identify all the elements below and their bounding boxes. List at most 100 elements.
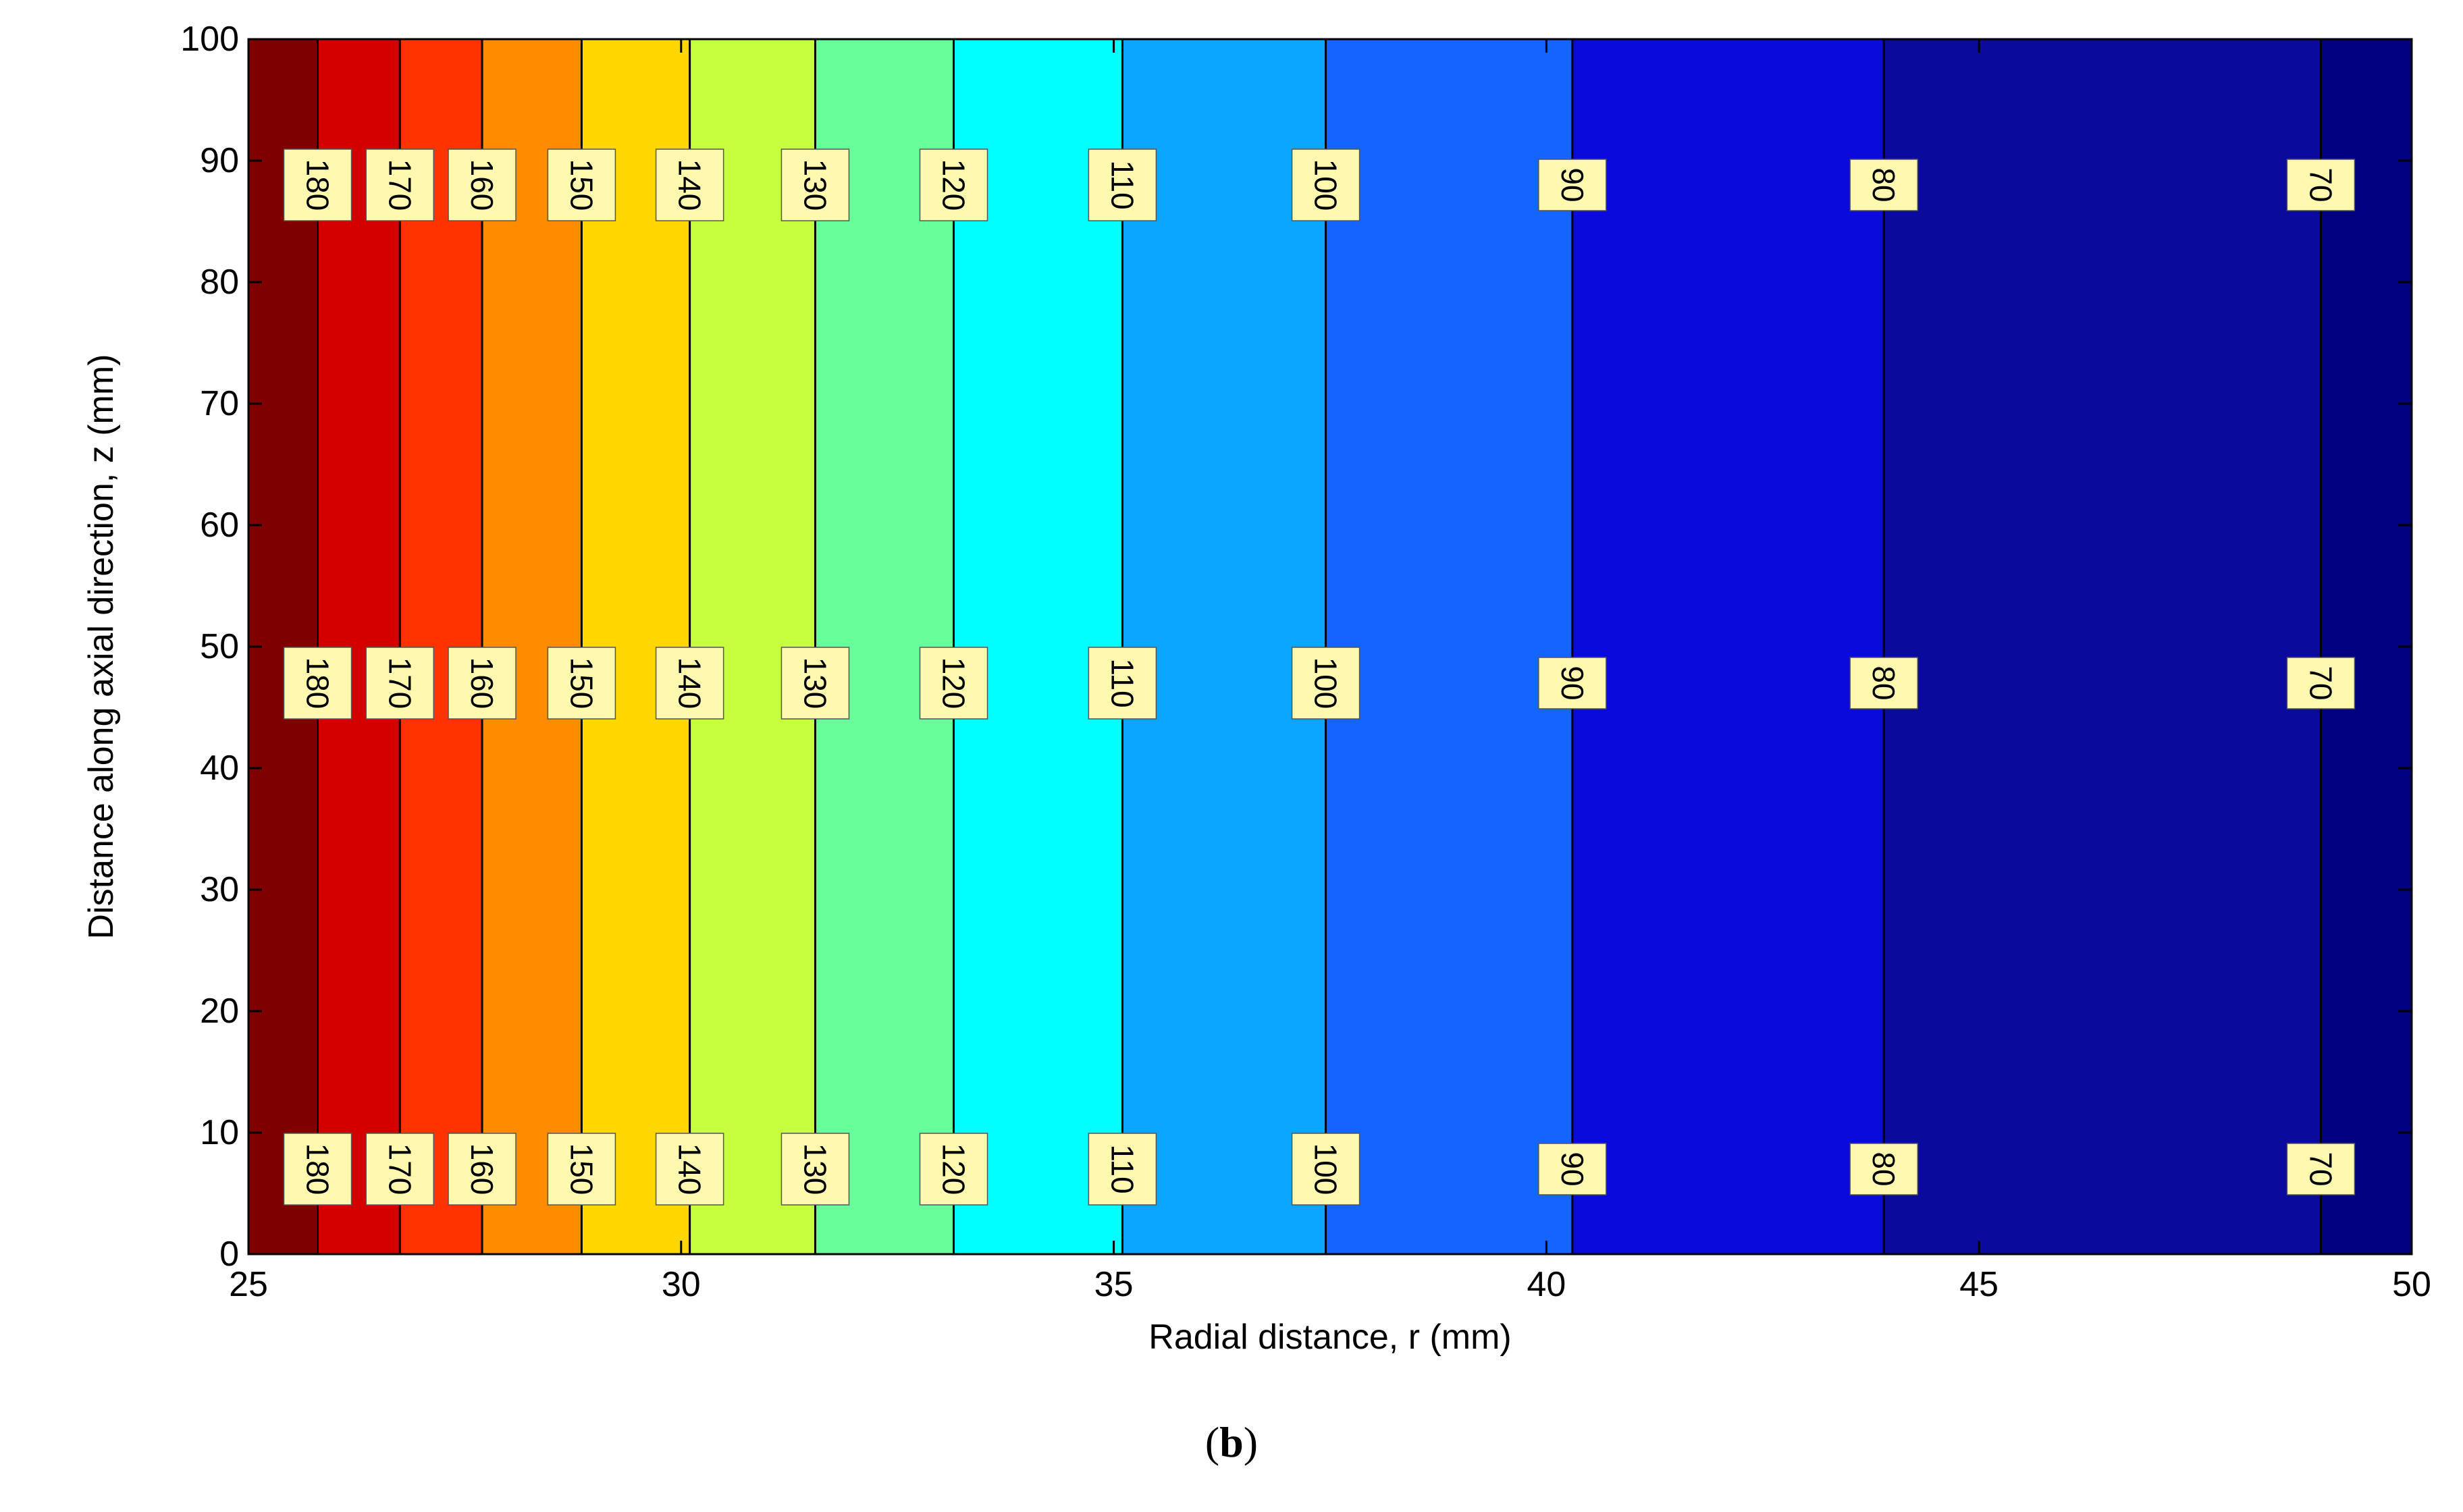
contour-label-box: [1849, 657, 1918, 709]
contour-label: 90: [1538, 1143, 1607, 1195]
contour-label-text: 120: [936, 159, 972, 211]
x-tick-label: 25: [229, 1265, 268, 1304]
contour-label-text: 140: [672, 657, 708, 709]
contour-label-text: 180: [300, 657, 336, 709]
contour-labels: 1801801801701701701601601601501501501401…: [283, 148, 2356, 1206]
contour-label: 80: [1849, 1143, 1918, 1195]
contour-label: 150: [547, 647, 616, 720]
contour-label-box: [1538, 1143, 1607, 1195]
x-axis-label: Radial distance, r (mm): [1148, 1318, 1511, 1357]
contour-label-text: 70: [2303, 167, 2338, 202]
contour-label-text: 160: [465, 657, 500, 709]
contour-label: 100: [1291, 647, 1360, 720]
contour-label-box: [1538, 159, 1607, 211]
contour-label-box: [283, 647, 352, 720]
contour-label-box: [1849, 1143, 1918, 1195]
contour-label-text: 180: [300, 1143, 336, 1195]
contour-label-box: [1088, 148, 1157, 221]
contour-label-text: 160: [465, 1143, 500, 1195]
contour-label: 150: [547, 1133, 616, 1206]
contour-label-text: 170: [382, 1143, 417, 1195]
contour-label-text: 180: [300, 159, 336, 211]
contour-label: 120: [919, 647, 988, 720]
caption-open-paren: (: [1204, 1418, 1220, 1466]
contour-label: 100: [1291, 1133, 1360, 1206]
contour-band: [953, 39, 1123, 1254]
contour-label: 170: [365, 1133, 435, 1206]
contour-label-box: [365, 647, 435, 720]
y-tick-label: 60: [200, 506, 239, 545]
contour-label: 160: [448, 1133, 517, 1206]
contour-label-box: [780, 647, 850, 720]
contour-band: [1572, 39, 1884, 1254]
contour-label-box: [1849, 159, 1918, 211]
contour-label: 170: [365, 148, 435, 221]
contour-label: 80: [1849, 159, 1918, 211]
contour-label: 160: [448, 148, 517, 221]
contour-label-text: 110: [1105, 658, 1140, 707]
contour-label-text: 70: [2303, 1152, 2338, 1186]
contour-label: 140: [655, 647, 724, 720]
contour-label-text: 100: [1308, 159, 1344, 211]
contour-band: [815, 39, 954, 1254]
contour-label: 70: [2286, 159, 2356, 211]
contour-label-box: [655, 148, 724, 221]
y-tick-label: 0: [219, 1235, 239, 1274]
contour-label: 180: [283, 647, 352, 720]
contour-band: [1325, 39, 1572, 1254]
contour-label-text: 170: [382, 657, 417, 709]
x-tick-label: 35: [1094, 1265, 1134, 1304]
contour-band: [689, 39, 816, 1254]
contour-label-box: [2286, 657, 2356, 709]
y-tick-label: 30: [200, 870, 239, 909]
contour-label-text: 80: [1866, 167, 1901, 202]
contour-label-box: [655, 1133, 724, 1206]
contour-lines: [317, 39, 2322, 1254]
contour-label-box: [2286, 1143, 2356, 1195]
contour-label-box: [2286, 159, 2356, 211]
contour-label-text: 120: [936, 657, 972, 709]
contour-label-text: 140: [672, 159, 708, 211]
contour-label: 70: [2286, 657, 2356, 709]
y-tick-label: 20: [200, 992, 239, 1031]
contour-label-text: 80: [1866, 1152, 1901, 1186]
contour-label-box: [1088, 647, 1157, 720]
contour-band: [2321, 39, 2412, 1254]
contour-band: [400, 39, 483, 1254]
contour-label-box: [1291, 1133, 1360, 1206]
y-tick-label: 70: [200, 384, 239, 423]
contour-band: [482, 39, 582, 1254]
contour-label: 120: [919, 148, 988, 221]
contour-label: 130: [780, 1133, 850, 1206]
contour-label-text: 130: [797, 657, 832, 709]
contour-label-text: 70: [2303, 666, 2338, 700]
contour-label-text: 80: [1866, 666, 1901, 700]
contour-label: 70: [2286, 1143, 2356, 1195]
contour-label-box: [547, 647, 616, 720]
contour-label-text: 130: [797, 159, 832, 211]
contour-label-box: [919, 1133, 988, 1206]
contour-label-box: [919, 148, 988, 221]
contour-label-text: 160: [465, 159, 500, 211]
x-tick-label: 30: [662, 1265, 701, 1304]
y-axis-label: Distance along axial direction, z (mm): [82, 354, 121, 940]
contour-label: 100: [1291, 148, 1360, 221]
x-tick-label: 50: [2392, 1265, 2431, 1304]
contour-label: 180: [283, 1133, 352, 1206]
caption-letter: b: [1219, 1418, 1244, 1466]
contour-label-text: 110: [1105, 160, 1140, 209]
y-tick-label: 100: [180, 20, 239, 59]
y-tick-label: 40: [200, 749, 239, 788]
contour-label-text: 100: [1308, 657, 1344, 709]
contour-label: 160: [448, 647, 517, 720]
contour-label-text: 170: [382, 159, 417, 211]
contour-label-box: [1088, 1133, 1157, 1206]
caption-close-paren: ): [1243, 1418, 1259, 1466]
contour-band: [581, 39, 690, 1254]
contour-label: 170: [365, 647, 435, 720]
contour-label-text: 120: [936, 1143, 972, 1195]
y-tick-label: 90: [200, 141, 239, 180]
y-tick-label: 50: [200, 627, 239, 666]
